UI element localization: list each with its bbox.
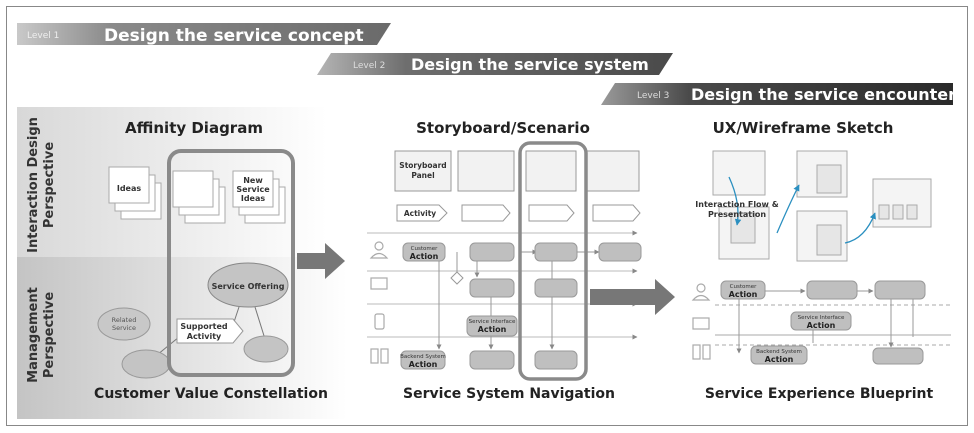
- banner-level-1-label: Level 1: [27, 31, 59, 41]
- bp-server-icon-2: [702, 344, 711, 360]
- constellation-title: Customer Value Constellation: [94, 386, 328, 402]
- affinity-highlight-frame: [167, 149, 295, 377]
- banner-level-3-label: Level 3: [637, 91, 669, 101]
- new-ideas-line3: Ideas: [241, 194, 266, 203]
- bp-server-icon: [692, 344, 701, 360]
- nav-customer-small: Customer: [411, 246, 438, 252]
- navigation-swimlanes: [367, 230, 638, 340]
- storyboard-panel-line1: Storyboard: [399, 161, 446, 170]
- nav-backend-small: Backend System: [400, 354, 446, 360]
- interaction-flow-line1: Interaction Flow &: [695, 200, 778, 209]
- banner-level-2-label: Level 2: [353, 61, 385, 71]
- storyboard-panels: [394, 150, 640, 192]
- interaction-flow-arrows: [728, 176, 876, 244]
- nav-interface-small: Service Interface: [469, 319, 516, 325]
- lane-icons-storyboard: [369, 241, 389, 364]
- server-icon: [370, 348, 379, 364]
- bp-backend-small: Backend System: [756, 349, 802, 355]
- storyboard-panel-line2: Panel: [411, 171, 434, 180]
- new-ideas-line1: New: [243, 176, 263, 185]
- bp-interface-action: Action: [807, 321, 836, 330]
- activity-label: Activity: [404, 209, 436, 218]
- management-label-line2: Perspective: [42, 292, 57, 378]
- interaction-label-line2: Perspective: [42, 142, 57, 228]
- middle-note-stack: [172, 170, 226, 224]
- bp-backend-action: Action: [765, 355, 794, 364]
- service-design-diagram: Level 1 Design the service concept Level…: [17, 23, 956, 419]
- bp-person-body-icon: [691, 294, 711, 301]
- new-ideas-note-stack: [232, 170, 286, 224]
- flow-arrow-1: [297, 243, 345, 279]
- affinity-diagram-title: Affinity Diagram: [125, 119, 263, 137]
- flow-arrow-2: [590, 279, 675, 315]
- supported-activity-line1: Supported: [180, 322, 228, 331]
- storyboard-title: Storyboard/Scenario: [416, 119, 590, 137]
- banner-level-3-title: Design the service encounter: [691, 85, 956, 104]
- nav-interface-action: Action: [478, 325, 507, 334]
- ideas-note-stack: [108, 166, 162, 220]
- service-offering-label: Service Offering: [212, 282, 285, 291]
- blueprint-lines: [715, 288, 951, 354]
- bp-kiosk-icon: [692, 317, 710, 330]
- person-body-icon: [369, 252, 389, 259]
- interaction-label-line1: Interaction Design: [26, 117, 41, 253]
- bp-interface-small: Service Interface: [798, 315, 845, 321]
- blueprint-title: Service Experience Blueprint: [705, 386, 934, 402]
- banner-level-2-title: Design the service system: [411, 55, 649, 74]
- related-service-line1: Related: [112, 316, 137, 324]
- supported-activity-line2: Activity: [187, 332, 222, 341]
- bp-person-icon: [696, 283, 706, 293]
- ideas-label: Ideas: [117, 184, 142, 193]
- activity-row: [396, 204, 641, 222]
- wireframe-sketches: [712, 150, 932, 262]
- interaction-flow-line2: Presentation: [708, 210, 766, 219]
- storyboard-highlight-frame: [518, 141, 588, 381]
- navigation-action-nodes: [400, 242, 642, 370]
- constellation-node-right: [243, 335, 289, 363]
- wireframe-title: UX/Wireframe Sketch: [713, 119, 894, 137]
- service-offering-node: [207, 262, 289, 308]
- banner-level-1: Level 1 Design the service concept: [17, 23, 391, 46]
- kiosk-icon: [370, 277, 388, 290]
- management-label-line1: Management: [26, 287, 41, 383]
- blueprint-action-nodes: [720, 280, 926, 365]
- mobile-icon: [374, 313, 385, 330]
- constellation-node-left: [121, 349, 171, 379]
- supported-activity-tag: [176, 318, 244, 344]
- related-service-line2: Service: [112, 324, 136, 332]
- banner-level-3: Level 3 Design the service encounter: [601, 83, 956, 105]
- banner-level-2: Level 2 Design the service system: [317, 53, 673, 75]
- person-icon: [374, 241, 384, 251]
- new-ideas-line2: Service: [236, 185, 270, 194]
- management-perspective-label: Management Perspective: [26, 287, 57, 383]
- interaction-perspective-label: Interaction Design Perspective: [26, 117, 57, 253]
- related-service-node: [97, 307, 151, 341]
- navigation-title: Service System Navigation: [403, 386, 615, 402]
- decision-node: [450, 271, 464, 285]
- bp-customer-small: Customer: [730, 284, 757, 290]
- server-icon-2: [380, 348, 389, 364]
- nav-backend-action: Action: [409, 360, 438, 369]
- banner-level-1-title: Design the service concept: [104, 26, 364, 46]
- nav-customer-action: Action: [410, 252, 439, 261]
- bp-customer-action: Action: [729, 290, 758, 299]
- blueprint-lane-icons: [691, 283, 711, 360]
- diagram-frame: Level 1 Design the service concept Level…: [6, 6, 968, 426]
